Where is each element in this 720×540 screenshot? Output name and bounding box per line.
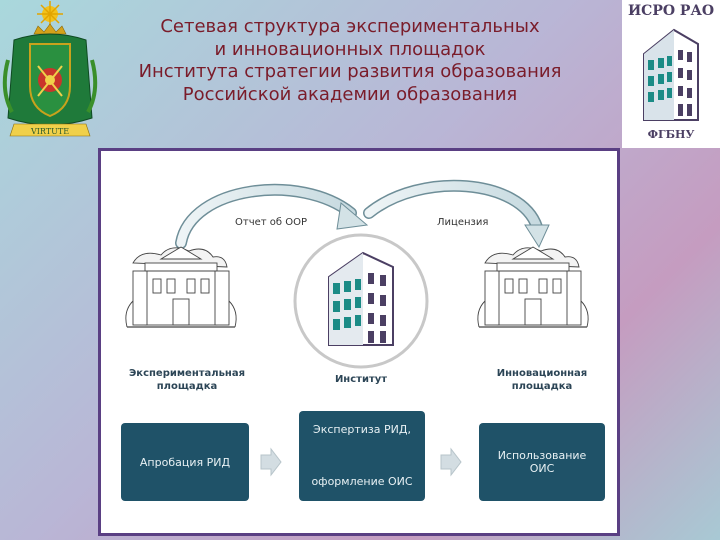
institute-emblem <box>293 233 429 369</box>
box-expertise: Экспертиза РИД, оформление ОИС <box>299 411 425 501</box>
innovation-site-building-icon <box>477 246 589 328</box>
diagram-graphics <box>125 179 589 369</box>
chevron-right-icon <box>260 447 282 477</box>
logo-top-text: ИСРО РАО <box>627 3 715 19</box>
node-label-institute: Институт <box>334 374 388 385</box>
page-title: Сетевая структура экспериментальных и ин… <box>110 16 590 106</box>
experimental-site-building-icon <box>125 246 237 328</box>
arc-right-label: Лицензия <box>435 217 491 228</box>
building-logo-icon <box>643 28 699 121</box>
crest-ribbon-text: VIRTUTE <box>30 127 69 136</box>
node-label-experimental-site: Экспериментальная площадка <box>128 368 246 392</box>
coat-of-arms-icon: VIRTUTE <box>2 1 98 137</box>
box-expertise-line-2: оформление ОИС <box>311 475 413 488</box>
isro-rao-logo: ИСРО РАО ФГБНУ <box>622 0 720 148</box>
box-usage-label: Использование ОИС <box>497 449 587 475</box>
title-line-1: Сетевая структура экспериментальных <box>160 16 540 37</box>
arc-arrow-right <box>363 179 550 249</box>
title-line-4: Российской академии образования <box>182 83 518 105</box>
arc-left-label: Отчет об ООР <box>233 217 309 228</box>
box-approbation: Апробация РИД <box>121 423 249 501</box>
logo-bottom-text: ФГБНУ <box>647 128 695 141</box>
title-line-3: Института стратегии развития образования <box>138 61 562 82</box>
arc-arrow-left <box>175 183 369 249</box>
title-line-2: и инновационных площадок <box>214 38 486 60</box>
diagram-panel: Отчет об ООР Лицензия Экспериментальная … <box>98 148 620 536</box>
node-label-innovation-site: Инновационная площадка <box>496 368 588 392</box>
box-approbation-label: Апробация РИД <box>139 455 231 469</box>
box-usage: Использование ОИС <box>479 423 605 501</box>
sun-icon <box>37 1 63 27</box>
box-expertise-line-1: Экспертиза РИД, <box>313 423 411 436</box>
chevron-right-icon <box>440 447 462 477</box>
